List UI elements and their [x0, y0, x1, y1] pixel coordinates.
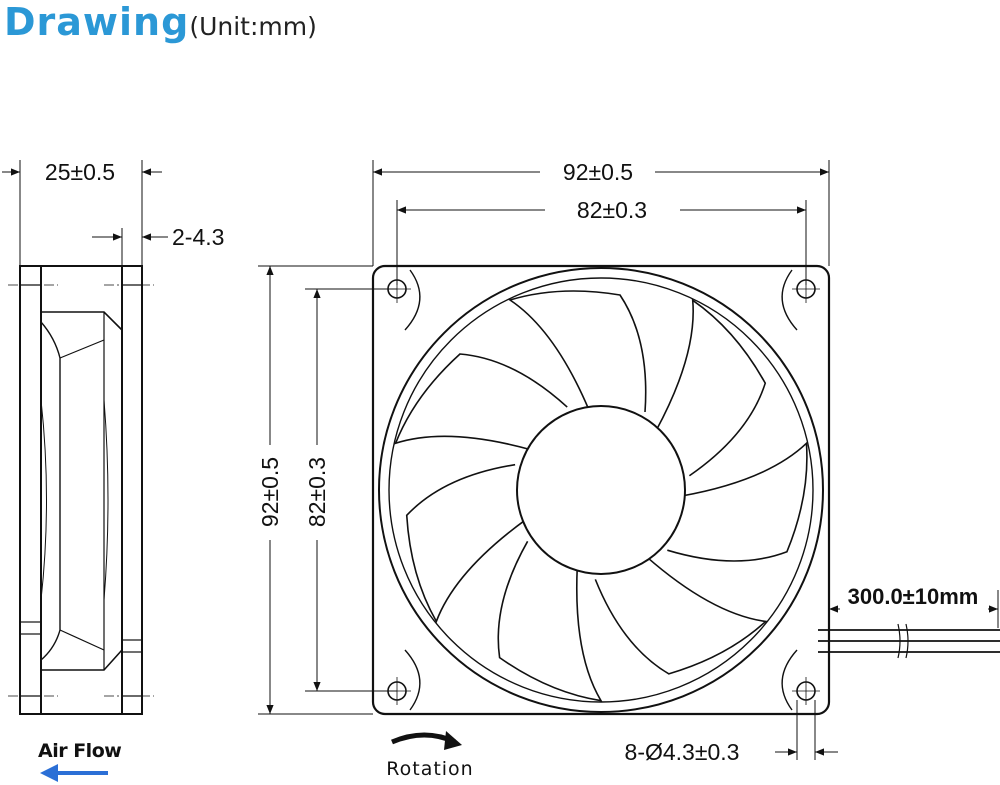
hole-spacing-width-label: 82±0.3 — [577, 197, 647, 223]
drawing-title: Drawing(Unit:mm) — [4, 0, 317, 56]
overall-width-label: 92±0.5 — [563, 159, 633, 185]
rotation-label: Rotation — [386, 758, 473, 780]
front-view — [258, 160, 1000, 760]
overall-height-label: 92±0.5 — [257, 457, 283, 527]
side-width-label: 25±0.5 — [45, 159, 115, 185]
unit-text: (Unit:mm) — [189, 12, 317, 41]
title-text: Drawing — [4, 0, 190, 44]
airflow-label: Air Flow — [38, 740, 121, 762]
hole-spacing-height-label: 82±0.3 — [304, 457, 330, 527]
fan-blades — [394, 290, 808, 702]
flange-label: 2-4.3 — [172, 224, 224, 250]
side-view — [2, 160, 168, 715]
fan-hub — [516, 405, 686, 575]
rotation-arrow-icon — [391, 731, 462, 750]
airflow-arrow-icon — [40, 764, 108, 782]
mounting-holes-label: 8-Ø4.3±0.3 — [625, 739, 740, 765]
cable-length-label: 300.0±10mm — [848, 584, 979, 609]
